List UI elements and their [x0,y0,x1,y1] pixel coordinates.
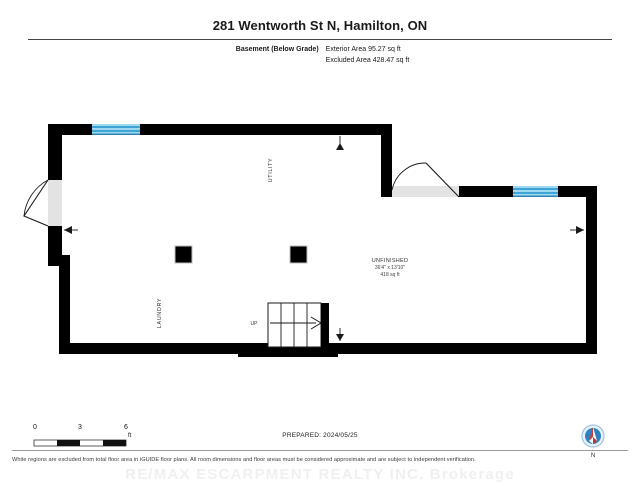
window-group [92,124,558,197]
window-right [513,186,558,197]
wall-bottom-left [59,343,238,354]
wall-bottom-right [338,343,597,354]
door-group [23,162,460,227]
level-info-block: Basement (Below Grade) Exterior Area 95.… [0,44,640,66]
scale-tick-6: 6 [124,424,128,431]
scale-tick-labels: 0 3 6 [33,424,138,435]
room-label-utility: UTILITY [268,158,274,183]
wall-top-right [140,124,392,135]
scale-bar-graphic [33,439,127,447]
stairs-up-label: UP [251,321,259,327]
wall-bottom-bumpout [238,348,338,357]
compass-rose: N [578,423,608,459]
door-right [391,162,460,198]
direction-marker-left [64,226,78,234]
direction-marker-bottom [336,328,344,341]
prepared-date: PREPARED: 2024/05/25 [282,432,358,439]
door-left [23,179,62,227]
compass-icon [581,424,605,448]
disclaimer-text: White regions are excluded from total fl… [12,457,476,463]
level-area-values: Exterior Area 95.27 sq ft Excluded Area … [326,44,410,66]
wall-mid-vertical [381,124,392,196]
column-group [174,245,308,264]
header-divider [28,39,612,40]
room-area-unfinished: 418 sq ft [380,272,400,278]
level-name-label: Basement (Below Grade) [235,46,319,53]
wall-left-bottom-vertical [59,255,70,354]
direction-marker-group [64,136,584,341]
page-title: 281 Wentworth St N, Hamilton, ON [212,18,428,33]
direction-marker-right [570,226,584,234]
wall-upper-right-a [459,186,513,197]
room-label-laundry: LAUNDRY [157,298,163,328]
wall-jog-corner [381,186,392,197]
scale-bar: 0 3 6 [33,424,138,453]
scale-tick-3: 3 [78,424,82,431]
window-top [92,124,140,135]
column-right [289,245,308,264]
compass-north-label: N [590,453,596,459]
wall-group [48,124,597,357]
column-left [174,245,193,264]
room-dimensions-unfinished: 36'4" x 13'10" [375,265,405,271]
staircase [267,302,329,348]
wall-top-left [48,124,92,135]
direction-marker-top [336,136,344,150]
room-label-unfinished: UNFINISHED [372,258,409,264]
scale-unit-label: ft [128,433,132,439]
room-label-unfinished-group: UNFINISHED 36'4" x 13'10" 418 sq ft [372,258,409,278]
floor-area-fill [62,133,597,352]
exterior-area-label: Exterior Area 95.27 sq ft [325,46,401,53]
scale-tick-0: 0 [33,424,37,431]
brokerage-watermark: RE/MAX ESCARPMENT REALTY INC. Brokerage [125,466,515,483]
wall-upper-right-b [558,186,597,197]
wall-left-upper [48,124,62,180]
footer-divider [12,450,628,451]
wall-right-vertical [586,186,597,354]
excluded-area-label: Excluded Area 428.47 sq ft [325,57,410,64]
